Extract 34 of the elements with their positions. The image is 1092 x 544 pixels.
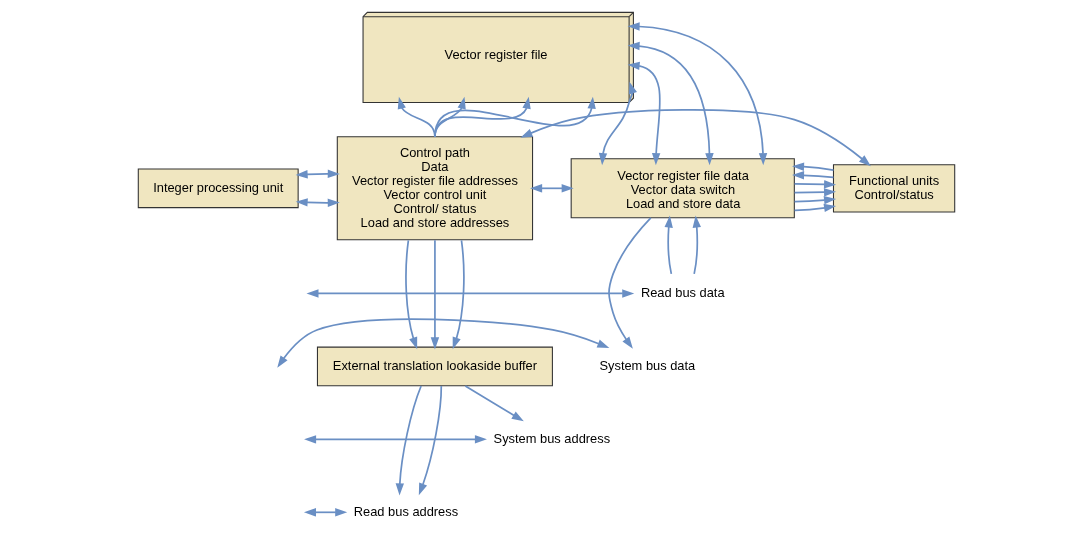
node-text: Read bus address [353,503,458,519]
node-box: Functional units Control/status [832,164,955,213]
arrow [395,385,422,496]
arrow [433,96,596,138]
arrow [793,180,836,189]
arrow [793,195,836,205]
node-text: System bus data [598,357,695,373]
arrow [418,385,442,496]
node-text: System bus address [493,430,610,446]
arrow [793,188,836,197]
arrow [627,41,714,166]
arrow [433,96,531,138]
arrow [692,215,701,275]
arrow [627,22,767,166]
node-box: External translation lookaside buffer [316,346,553,387]
arrow [791,171,834,180]
arrow [404,239,417,350]
arrow [295,198,340,208]
arrow [430,239,439,350]
arrow [791,162,834,172]
arrow [607,217,652,349]
arrow [452,239,465,350]
arrow [529,184,574,193]
arrow [463,385,524,422]
node-box: Integer processing unit [137,168,299,209]
arrow [793,203,836,213]
arrow [598,81,637,166]
node-box: Control path Data Vector register file addresses Vector control unit Control/ status Load and store addresses [336,136,533,241]
arrow [627,61,661,166]
node-box: Vector register file data Vector data switch Load and store data [570,158,795,219]
arrow [295,169,340,179]
arrow [664,215,673,275]
node-text: Read bus data [640,284,725,300]
arrow [519,109,871,167]
